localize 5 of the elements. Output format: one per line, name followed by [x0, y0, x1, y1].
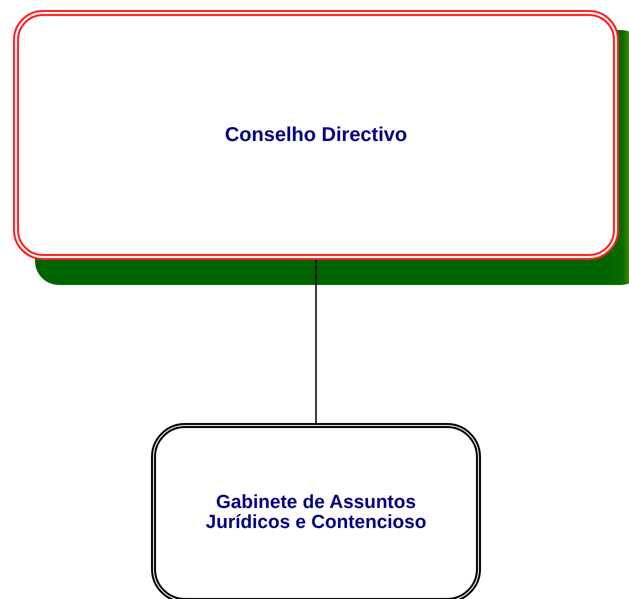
- unit-title: Conselho Directivo: [224, 123, 408, 148]
- connector-line: [315, 260, 317, 423]
- org-unit-box: [151, 423, 481, 599]
- unit-title: Gabinete de Assuntos Jurídicos e Contencioso: [204, 493, 428, 533]
- org-unit-box: [13, 10, 619, 260]
